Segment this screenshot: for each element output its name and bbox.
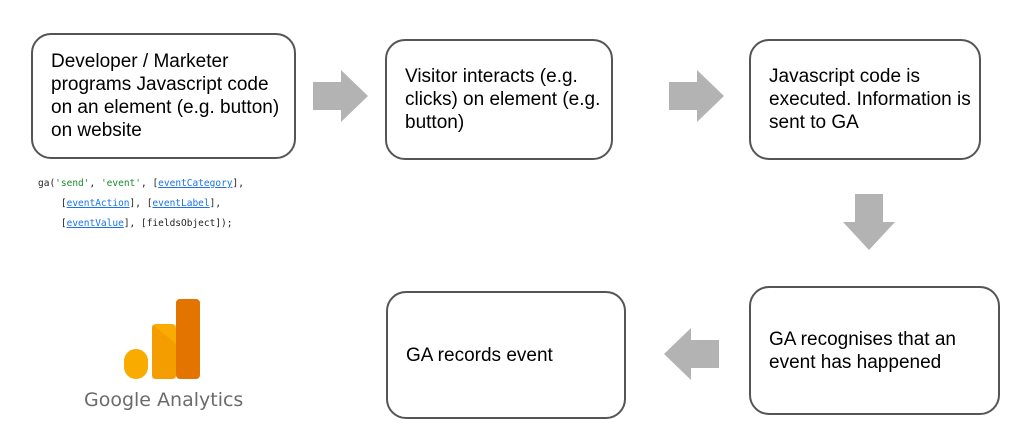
step-ga-recognises-text: GA recognises that an event has happened bbox=[769, 328, 956, 373]
step-ga-records: GA records event bbox=[386, 291, 626, 419]
step-visitor-interacts: Visitor interacts (e.g. clicks) on eleme… bbox=[385, 39, 613, 160]
arrow-right-icon bbox=[669, 70, 724, 122]
step-code-executed: Javascript code is executed. Information… bbox=[749, 39, 981, 160]
google-analytics-logo-icon bbox=[124, 299, 200, 379]
step-developer-programs: Developer / Marketer programs Javascript… bbox=[31, 33, 296, 159]
arrow-down-icon bbox=[843, 194, 895, 250]
arrow-right-icon bbox=[313, 70, 368, 122]
ga-event-code-snippet: ga('send', 'event', [eventCategory], [ev… bbox=[38, 178, 244, 229]
event-value-link[interactable]: eventValue bbox=[66, 218, 124, 229]
step-code-executed-text: Javascript code is executed. Information… bbox=[769, 66, 971, 133]
step-developer-programs-text: Developer / Marketer programs Javascript… bbox=[51, 51, 280, 141]
arrow-left-icon bbox=[664, 328, 719, 380]
event-action-link[interactable]: eventAction bbox=[66, 198, 130, 209]
event-category-link[interactable]: eventCategory bbox=[158, 178, 233, 189]
event-label-link[interactable]: eventLabel bbox=[152, 198, 210, 209]
google-analytics-wordmark: Google Analytics bbox=[84, 389, 244, 411]
step-ga-records-text: GA records event bbox=[406, 344, 553, 366]
step-visitor-interacts-text: Visitor interacts (e.g. clicks) on eleme… bbox=[405, 66, 601, 133]
step-ga-recognises: GA recognises that an event has happened bbox=[749, 286, 1000, 415]
